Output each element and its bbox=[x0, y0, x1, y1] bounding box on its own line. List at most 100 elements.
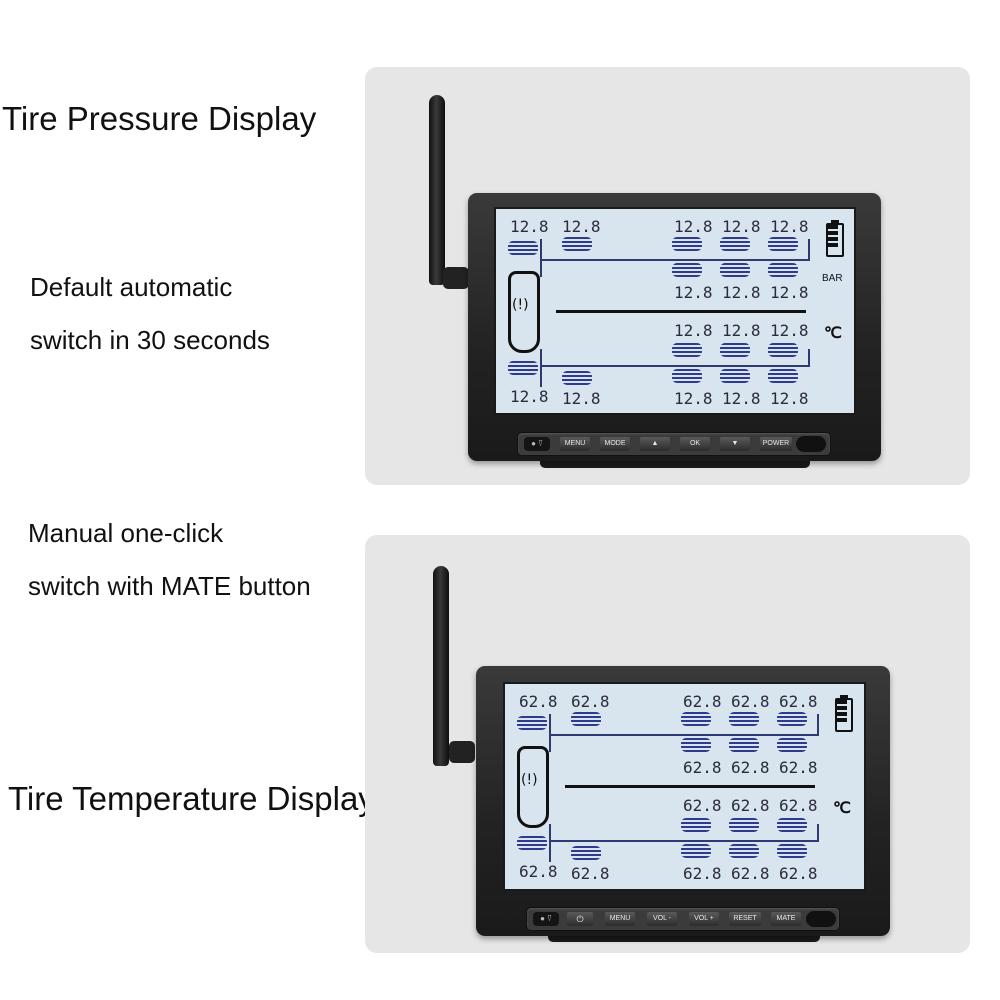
down-button[interactable]: ▼ bbox=[720, 437, 750, 451]
tire-reading: 62.8 bbox=[683, 758, 722, 777]
mode-button[interactable]: MODE bbox=[600, 437, 630, 451]
temperature-title: Tire Temperature Display bbox=[8, 780, 375, 817]
tire-reading: 12.8 bbox=[770, 321, 809, 340]
reset-button[interactable]: RESET bbox=[729, 912, 761, 926]
menu-button[interactable]: MENU bbox=[605, 912, 635, 926]
tire-icon bbox=[720, 369, 750, 383]
tire-icon bbox=[720, 263, 750, 277]
battery-bar bbox=[837, 712, 847, 716]
battery-icon bbox=[826, 220, 844, 257]
tire-reading: 62.8 bbox=[731, 864, 770, 883]
tire-icon bbox=[508, 241, 538, 255]
tire-reading: 62.8 bbox=[779, 864, 818, 883]
indicator-pill bbox=[806, 911, 836, 927]
tire-icon bbox=[562, 371, 592, 385]
tire-icon bbox=[681, 712, 711, 726]
battery-bar bbox=[828, 237, 838, 241]
tire-icon bbox=[681, 844, 711, 858]
indicator-pill bbox=[796, 436, 826, 452]
manual-switch-line1: Manual one-click bbox=[28, 518, 224, 548]
ok-button[interactable]: OK bbox=[680, 437, 710, 451]
tire-icon bbox=[768, 343, 798, 357]
center-axle bbox=[565, 785, 815, 788]
tire-icon bbox=[517, 716, 547, 730]
tire-reading: 62.8 bbox=[571, 692, 610, 711]
tire-reading: 62.8 bbox=[519, 862, 558, 881]
tire-icon bbox=[720, 343, 750, 357]
tire-reading: 62.8 bbox=[519, 692, 558, 711]
power-button[interactable]: POWER bbox=[760, 437, 792, 451]
battery-bar bbox=[837, 718, 847, 722]
frame-line bbox=[540, 259, 690, 261]
tire-reading: 62.8 bbox=[683, 692, 722, 711]
tire-reading: 62.8 bbox=[571, 864, 610, 883]
tire-icon bbox=[720, 237, 750, 251]
tire-icon bbox=[672, 237, 702, 251]
tire-reading: 62.8 bbox=[731, 796, 770, 815]
power-button[interactable]: ⏻ bbox=[567, 912, 593, 926]
battery-bar bbox=[828, 243, 838, 247]
tire-icon bbox=[571, 846, 601, 860]
tire-reading: 12.8 bbox=[510, 387, 549, 406]
tire-icon bbox=[729, 738, 759, 752]
tire-reading: 12.8 bbox=[770, 389, 809, 408]
vehicle-cab bbox=[517, 746, 549, 828]
tire-icon bbox=[681, 818, 711, 832]
vehicle-cab bbox=[508, 271, 540, 353]
frame-line bbox=[549, 714, 551, 752]
antenna-top bbox=[429, 95, 445, 285]
tire-icon bbox=[681, 738, 711, 752]
tpms-warning-icon: (!) bbox=[512, 297, 529, 313]
auto-switch-line1: Default automatic bbox=[30, 272, 233, 302]
tire-reading: 12.8 bbox=[562, 217, 601, 236]
button-bar-pressure: ● ⍢ MENU MODE ▲ OK ▼ POWER bbox=[517, 432, 831, 456]
tire-reading: 12.8 bbox=[674, 283, 713, 302]
tire-reading: 62.8 bbox=[779, 796, 818, 815]
battery-bar bbox=[837, 706, 847, 710]
tire-reading: 12.8 bbox=[674, 217, 713, 236]
antenna-bottom bbox=[433, 566, 449, 766]
tire-icon bbox=[672, 369, 702, 383]
frame-line bbox=[549, 840, 819, 842]
tire-reading: 62.8 bbox=[683, 864, 722, 883]
frame-line bbox=[817, 714, 819, 736]
vol-up-button[interactable]: VOL + bbox=[689, 912, 719, 926]
frame-line bbox=[540, 365, 810, 367]
tire-reading: 12.8 bbox=[770, 283, 809, 302]
tire-reading: 12.8 bbox=[674, 321, 713, 340]
frame-line bbox=[549, 824, 551, 862]
tire-icon bbox=[777, 738, 807, 752]
battery-bar bbox=[828, 231, 838, 235]
temperature-unit: ℃ bbox=[833, 800, 851, 817]
tire-reading: 62.8 bbox=[731, 758, 770, 777]
up-button[interactable]: ▲ bbox=[640, 437, 670, 451]
frame-line bbox=[549, 734, 699, 736]
tire-reading: 12.8 bbox=[510, 217, 549, 236]
tire-icon bbox=[768, 263, 798, 277]
tire-reading: 62.8 bbox=[779, 758, 818, 777]
tire-icon bbox=[508, 361, 538, 375]
tire-reading: 62.8 bbox=[683, 796, 722, 815]
tire-icon bbox=[777, 712, 807, 726]
stand-bottom bbox=[548, 932, 820, 942]
tire-reading: 12.8 bbox=[722, 321, 761, 340]
frame-line bbox=[808, 349, 810, 367]
tire-reading: 12.8 bbox=[562, 389, 601, 408]
tpms-warning-icon: (!) bbox=[521, 772, 538, 788]
auto-switch-line2: switch in 30 seconds bbox=[30, 325, 270, 355]
stand-top bbox=[540, 458, 810, 468]
tire-icon bbox=[672, 343, 702, 357]
tire-icon bbox=[729, 818, 759, 832]
frame-line bbox=[808, 239, 810, 261]
light-sensor: ● ⍢ bbox=[533, 912, 559, 926]
center-axle bbox=[556, 310, 806, 313]
menu-button[interactable]: MENU bbox=[560, 437, 590, 451]
tire-reading: 12.8 bbox=[674, 389, 713, 408]
vol-down-button[interactable]: VOL - bbox=[647, 912, 677, 926]
tire-icon bbox=[777, 818, 807, 832]
frame-line bbox=[540, 239, 542, 277]
tire-icon bbox=[777, 844, 807, 858]
manual-switch-line2: switch with MATE button bbox=[28, 571, 311, 601]
mate-button[interactable]: MATE bbox=[771, 912, 801, 926]
frame-line bbox=[540, 349, 542, 387]
